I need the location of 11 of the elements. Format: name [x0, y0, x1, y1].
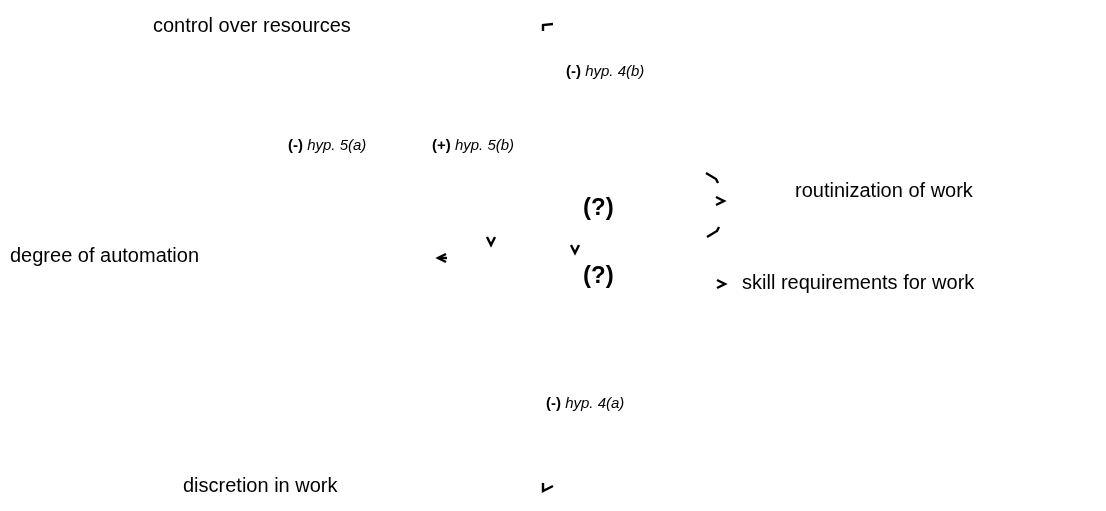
unknown-effect-label: (?) [583, 260, 614, 290]
factor-label: routinization of work [795, 178, 973, 203]
hypothesis-label: (-) hyp. 5(a) [288, 136, 367, 155]
factor-label: skill requirements for work [742, 270, 975, 295]
factor-label: discretion in work [183, 473, 338, 498]
factor-label: degree of automation [10, 243, 200, 268]
factor-label: control over resources [153, 13, 351, 38]
hypothesis-label: (-) hyp. 4(a) [546, 394, 625, 413]
hypothesis-label: (-) hyp. 4(b) [566, 62, 645, 81]
hypothesis-label: (+) hyp. 5(b) [432, 136, 515, 155]
unknown-effect-label: (?) [583, 192, 614, 222]
